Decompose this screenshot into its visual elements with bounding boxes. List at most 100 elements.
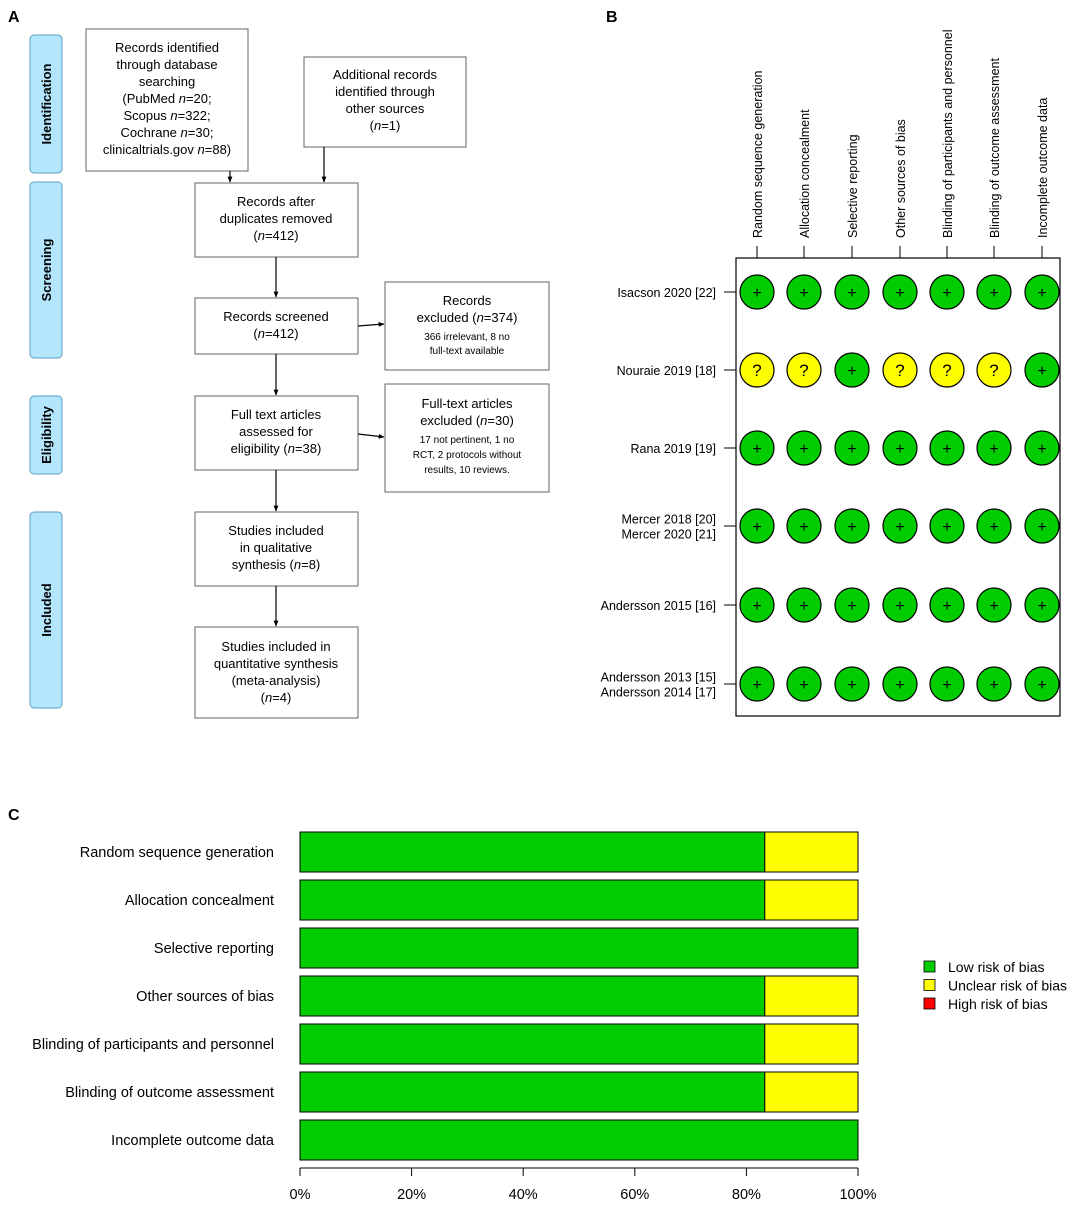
box-full-text-excluded bbox=[384, 383, 550, 493]
summary-column-label: Other sources of bias bbox=[894, 119, 908, 238]
rating-symbol: + bbox=[942, 598, 951, 615]
rating-mark: + bbox=[929, 666, 965, 702]
rating-mark: + bbox=[976, 430, 1012, 466]
rating-mark: + bbox=[929, 587, 965, 623]
rating-symbol: ? bbox=[895, 361, 904, 380]
rating-low bbox=[1024, 508, 1060, 544]
rating-mark: + bbox=[739, 587, 775, 623]
box-additional-records bbox=[303, 56, 467, 148]
rating-low bbox=[739, 587, 775, 623]
rating-unclear bbox=[976, 352, 1012, 388]
legend-swatch bbox=[923, 960, 936, 973]
rating-symbol: + bbox=[1037, 285, 1046, 302]
rating-symbol: + bbox=[752, 285, 761, 302]
rating-low bbox=[882, 430, 918, 466]
rating-symbol: + bbox=[799, 285, 808, 302]
rating-symbol: + bbox=[1037, 677, 1046, 694]
rating-mark: + bbox=[786, 508, 822, 544]
rating-symbol: + bbox=[942, 285, 951, 302]
stage-label: Identification bbox=[39, 63, 54, 144]
legend-label: Low risk of bias bbox=[948, 959, 1044, 975]
bar-segment bbox=[764, 831, 859, 873]
box-records-screened bbox=[194, 297, 359, 355]
rating-mark: ? bbox=[929, 352, 965, 388]
rating-mark: ? bbox=[739, 352, 775, 388]
rating-mark: + bbox=[1024, 587, 1060, 623]
bar-segment bbox=[299, 927, 859, 969]
rating-symbol: + bbox=[752, 598, 761, 615]
rating-symbol: + bbox=[1037, 519, 1046, 536]
bar-segment bbox=[299, 879, 766, 921]
rating-mark: + bbox=[976, 508, 1012, 544]
rating-low bbox=[929, 508, 965, 544]
rating-low bbox=[976, 587, 1012, 623]
rating-symbol: + bbox=[847, 519, 856, 536]
rating-low bbox=[834, 274, 870, 310]
rating-symbol: ? bbox=[989, 361, 998, 380]
rating-low bbox=[1024, 430, 1060, 466]
rating-unclear bbox=[739, 352, 775, 388]
rating-symbol: + bbox=[989, 598, 998, 615]
stage-identification: Identification bbox=[29, 34, 63, 174]
rating-symbol: + bbox=[895, 677, 904, 694]
bar-segment bbox=[764, 975, 859, 1017]
rating-low bbox=[976, 430, 1012, 466]
rating-symbol: + bbox=[847, 441, 856, 458]
study-label: Rana 2019 [19] bbox=[631, 442, 717, 456]
rating-low bbox=[929, 430, 965, 466]
x-tick-label: 60% bbox=[620, 1187, 649, 1203]
rating-mark: + bbox=[739, 274, 775, 310]
rating-low bbox=[739, 666, 775, 702]
rating-symbol: + bbox=[752, 677, 761, 694]
stage-label: Eligibility bbox=[39, 405, 54, 464]
rating-low bbox=[976, 666, 1012, 702]
rating-symbol: + bbox=[895, 441, 904, 458]
x-tick-label: 20% bbox=[397, 1187, 426, 1203]
rating-symbol: + bbox=[942, 441, 951, 458]
rating-mark: + bbox=[834, 430, 870, 466]
category-label: Blinding of outcome assessment bbox=[65, 1085, 274, 1101]
bar-segment bbox=[299, 1119, 859, 1161]
rating-low bbox=[882, 508, 918, 544]
panel-label-a: A bbox=[8, 9, 20, 26]
rating-low bbox=[739, 274, 775, 310]
rating-unclear bbox=[882, 352, 918, 388]
rating-low bbox=[976, 274, 1012, 310]
rating-symbol: ? bbox=[942, 361, 951, 380]
rating-symbol: + bbox=[1037, 441, 1046, 458]
rating-low bbox=[1024, 274, 1060, 310]
rating-symbol: + bbox=[989, 677, 998, 694]
rating-symbol: + bbox=[1037, 363, 1046, 380]
rating-mark: + bbox=[1024, 274, 1060, 310]
panel-label-b: B bbox=[606, 9, 618, 26]
category-label: Incomplete outcome data bbox=[111, 1133, 275, 1149]
rating-mark: + bbox=[834, 274, 870, 310]
rating-mark: + bbox=[834, 508, 870, 544]
x-tick-label: 0% bbox=[290, 1187, 311, 1203]
study-label: Andersson 2014 [17] bbox=[601, 686, 716, 700]
rating-mark: + bbox=[1024, 430, 1060, 466]
stage-screening: Screening bbox=[29, 181, 63, 359]
rating-symbol: ? bbox=[752, 361, 761, 380]
rating-low bbox=[834, 352, 870, 388]
rating-mark: + bbox=[739, 508, 775, 544]
rating-mark: + bbox=[739, 666, 775, 702]
rating-mark: + bbox=[976, 666, 1012, 702]
rating-symbol: + bbox=[942, 677, 951, 694]
rating-symbol: + bbox=[799, 441, 808, 458]
summary-frame bbox=[735, 257, 1061, 717]
bar-segment bbox=[299, 1071, 766, 1113]
rating-low bbox=[786, 587, 822, 623]
rating-mark: ? bbox=[976, 352, 1012, 388]
rating-symbol: + bbox=[989, 441, 998, 458]
rating-mark: + bbox=[882, 508, 918, 544]
rating-symbol: + bbox=[752, 441, 761, 458]
rating-low bbox=[834, 430, 870, 466]
